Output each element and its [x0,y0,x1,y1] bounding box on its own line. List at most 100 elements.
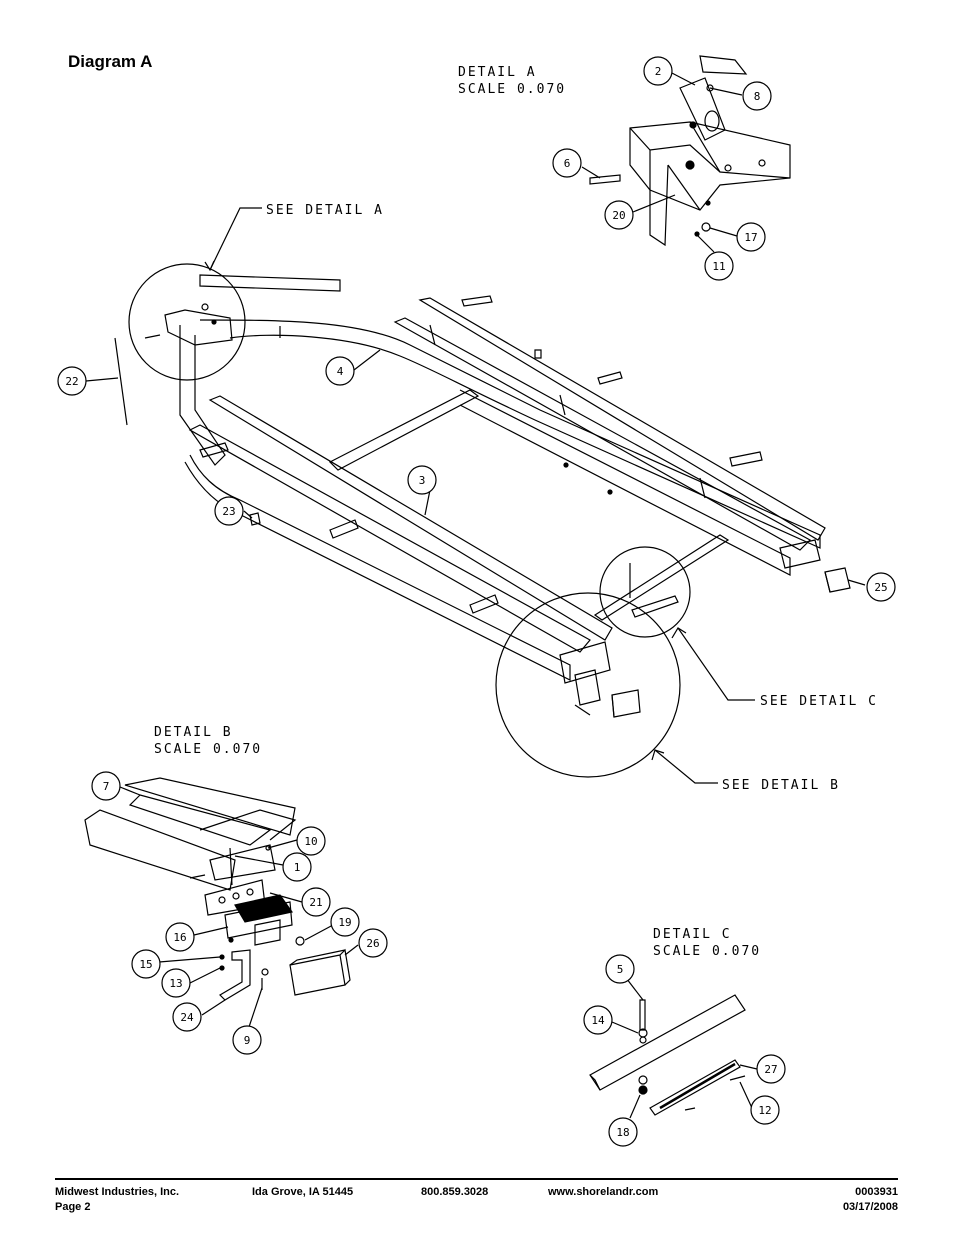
see-detail-c-label: SEE DETAIL C [760,694,878,709]
callout-number: 21 [309,896,322,909]
trailer-frame [114,263,851,778]
detail-b-scale: SCALE 0.070 [154,742,262,757]
callout-number: 18 [616,1126,629,1139]
callout-18: 18 [608,1117,638,1147]
detail-a-circle [128,263,246,381]
detail-c-view: DETAIL C SCALE 0.070 [589,927,761,1116]
callout-circle [756,1054,786,1084]
callout-number: 16 [173,931,186,944]
callout-19: 19 [330,907,360,937]
callout-number: 10 [304,835,317,848]
callout-circle [301,887,331,917]
callout-circle [214,496,244,526]
callout-number: 14 [591,1014,605,1027]
callout-circle [325,356,355,386]
callout-circle [608,1117,638,1147]
detail-c-label: DETAIL C [653,927,732,942]
see-detail-b-label: SEE DETAIL B [722,778,840,793]
callout-circle [604,200,634,230]
callout-number: 4 [337,365,344,378]
callout-17: 17 [736,222,766,252]
callout-circle [750,1095,780,1125]
callout-13: 13 [161,968,191,998]
callout-1: 1 [282,852,312,882]
callout-16: 16 [165,922,195,952]
trailer-exploded-diagram: DETAIL A SCALE 0.070 [57,55,896,1147]
callout-circle [330,907,360,937]
callout-circle [552,148,582,178]
callout-circle [172,1002,202,1032]
footer-page: Page 2 [55,1201,91,1213]
callout-23: 23 [214,496,244,526]
callout-circle [736,222,766,252]
detail-b-circle [495,592,681,778]
callout-15: 15 [131,949,161,979]
callout-circle [866,572,896,602]
detail-c-circle [599,546,691,638]
footer-phone: 800.859.3028 [421,1186,489,1198]
callout-5: 5 [605,954,635,984]
callout-9: 9 [232,1025,262,1055]
callout-number: 19 [338,916,351,929]
callout-4: 4 [325,356,355,386]
callout-circle [165,922,195,952]
callout-number: 23 [222,505,235,518]
callout-21: 21 [301,887,331,917]
detail-b-label: DETAIL B [154,725,233,740]
callout-circle [407,465,437,495]
callout-circle [358,928,388,958]
footer-website[interactable]: www.shorelandr.com [548,1186,659,1198]
callout-circle [583,1005,613,1035]
callout-number: 1 [294,861,301,874]
callout-circle [704,251,734,281]
detail-b-view: DETAIL B SCALE 0.070 [84,725,351,1001]
callout-circle [232,1025,262,1055]
callout-circle [57,366,87,396]
footer-city: Ida Grove, IA 51445 [252,1186,354,1198]
callout-14: 14 [583,1005,613,1035]
callout-number: 20 [612,209,625,222]
callout-circle [742,81,772,111]
callout-8: 8 [742,81,772,111]
callout-number: 5 [617,963,624,976]
callout-circle [282,852,312,882]
callout-12: 12 [750,1095,780,1125]
footer-part-number: 0003931 [855,1186,898,1198]
callout-circle [91,771,121,801]
footer-date: 03/17/2008 [842,1201,898,1213]
footer-company: Midwest Industries, Inc. [55,1186,180,1198]
callout-6: 6 [552,148,582,178]
callout-number: 15 [139,958,152,971]
callout-number: 7 [103,780,110,793]
callout-number: 2 [655,65,662,78]
callout-circle [296,826,326,856]
callout-22: 22 [57,366,87,396]
callout-number: 9 [244,1034,251,1047]
callout-balloons [85,71,866,1119]
detail-a-view: DETAIL A SCALE 0.070 [458,55,791,247]
callout-number: 8 [754,90,761,103]
callout-circle [131,949,161,979]
detail-c-scale: SCALE 0.070 [653,944,761,959]
callout-10: 10 [296,826,326,856]
see-detail-leaders [204,207,755,784]
callout-number: 6 [564,157,571,170]
see-detail-a-label: SEE DETAIL A [266,203,384,218]
callout-number: 17 [744,231,757,244]
callout-number: 25 [874,581,887,594]
callout-25: 25 [866,572,896,602]
callout-number: 12 [758,1104,771,1117]
callout-2: 2 [643,56,673,86]
callout-20: 20 [604,200,634,230]
detail-a-label: DETAIL A [458,65,537,80]
detail-a-scale: SCALE 0.070 [458,82,566,97]
footer-rule [55,1178,898,1180]
callout-number: 3 [419,474,426,487]
callout-circle [605,954,635,984]
callout-24: 24 [172,1002,202,1032]
callout-27: 27 [756,1054,786,1084]
callout-number: 13 [169,977,182,990]
callout-circle [643,56,673,86]
callout-11: 11 [704,251,734,281]
